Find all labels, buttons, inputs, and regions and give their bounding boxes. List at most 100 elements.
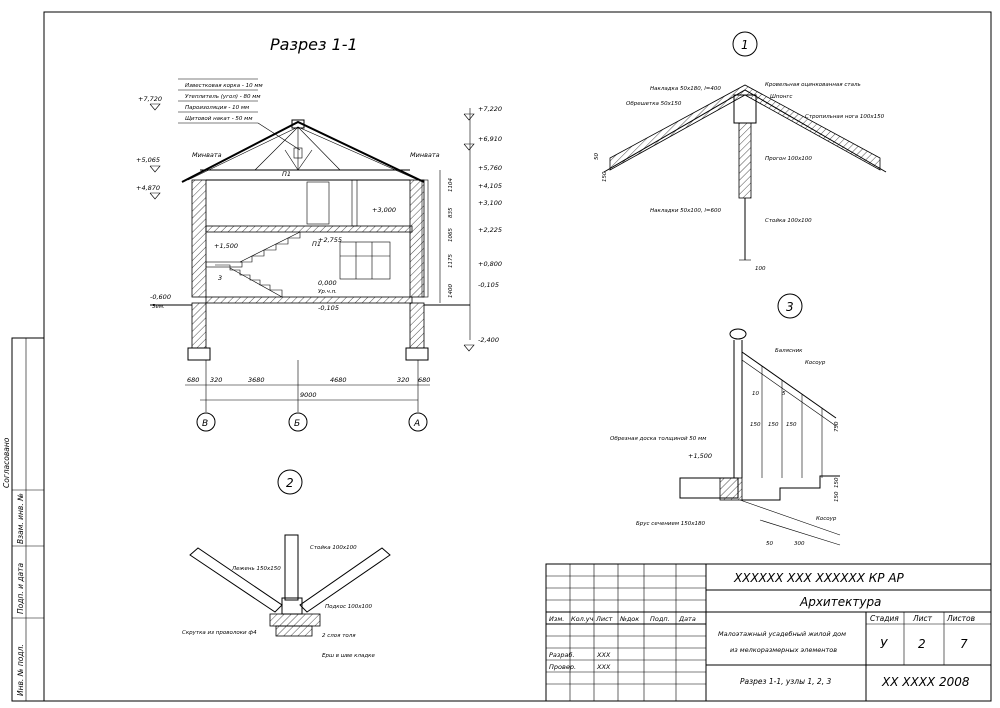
section-title: Разрез 1-1 [270,35,358,54]
svg-text:из мелкоразмерных элементов: из мелкоразмерных элементов [730,646,837,654]
svg-text:150: 150 [786,422,797,428]
mineral-wool-right: Минвата [410,151,440,159]
svg-text:XX XXXX 2008: XX XXXX 2008 [881,675,970,689]
node-2-number: 2 [286,476,294,490]
svg-text:300: 300 [794,541,805,547]
svg-text:+3,100: +3,100 [478,199,502,207]
svg-text:Разрез 1-1, узлы 1, 2, 3: Разрез 1-1, узлы 1, 2, 3 [740,677,831,686]
stair-mark: 3 [218,274,222,282]
side-stamp-approved: Согласовано [2,437,11,488]
svg-text:+6,910: +6,910 [478,135,502,143]
vertical-dims: 1104 835 1065 1175 1400 [439,170,454,303]
doc-code: XXXXXX XXX XXXXXX КР АР [733,571,905,585]
svg-text:Стойка 100х100: Стойка 100х100 [310,545,357,551]
svg-text:Обрешетка 50х150: Обрешетка 50х150 [626,101,682,107]
node-3-number: 3 [786,300,794,314]
node-3: 3 Балясник Косоур Обрезная доска толщино… [610,293,841,547]
svg-text:+4,870: +4,870 [136,184,160,192]
svg-text:+2,755: +2,755 [318,236,342,244]
svg-text:Накладки 50х100, l=600: Накладки 50х100, l=600 [650,208,722,214]
svg-text:Ур.ч.п.: Ур.ч.п. [318,289,337,295]
svg-text:3680: 3680 [248,376,265,384]
mineral-wool-left: Минвата [192,151,222,159]
svg-text:Листов: Листов [946,614,975,623]
svg-text:Подп.: Подп. [650,615,670,623]
svg-text:Косоур: Косоур [805,360,826,366]
node-2: 2 Стойка 100х100 Лежень 150х150 Подкос 1… [182,469,391,659]
svg-text:150: 150 [834,477,840,488]
svg-text:320: 320 [397,376,409,384]
svg-text:Изм.: Изм. [549,615,564,623]
svg-text:Скрутка из проволоки ф4: Скрутка из проволоки ф4 [182,630,257,636]
svg-text:Стропильная нога 100х150: Стропильная нога 100х150 [805,114,885,120]
svg-text:XXX: XXX [596,651,611,659]
svg-text:Подкос 100х100: Подкос 100х100 [325,604,373,610]
left-level-marks: +7,720 +5,065 +4,870 -0,600 Зем. [136,95,171,310]
layer-1: Известковая корка - 10 мм [185,83,263,89]
walls [191,179,429,304]
svg-text:Лежень 150х150: Лежень 150х150 [231,566,281,572]
svg-text:Дата: Дата [678,615,696,623]
svg-text:+5,760: +5,760 [478,164,502,172]
svg-text:Провер.: Провер. [549,663,576,671]
svg-text:750: 750 [834,421,840,432]
svg-text:150: 150 [602,171,608,182]
svg-text:+0,800: +0,800 [478,260,502,268]
layer-legend: Известковая корка - 10 мм Утеплитель (уг… [178,78,301,151]
node-1: 1 Накладка 50х180, l=400 Кровельная оцин… [594,31,887,272]
svg-text:-0,105: -0,105 [318,304,339,312]
svg-text:Лист: Лист [912,614,933,623]
side-stamp-sign-date: Подп. и дата [16,563,25,614]
svg-text:835: 835 [448,207,454,218]
svg-text:Малоэтажный усадебный жилой до: Малоэтажный усадебный жилой дом [718,630,846,638]
svg-text:Кровельная оцинкованная сталь: Кровельная оцинкованная сталь [765,82,861,88]
svg-text:Брус сечением 150х180: Брус сечением 150х180 [636,521,706,527]
svg-text:1400: 1400 [448,284,454,298]
svg-text:Ерш в шве кладке: Ерш в шве кладке [322,653,375,659]
svg-text:150: 150 [834,491,840,502]
svg-text:0,000: 0,000 [318,279,337,287]
svg-text:Шпонгс: Шпонгс [770,94,792,100]
svg-text:+1,500: +1,500 [688,452,712,460]
svg-text:Балясник: Балясник [775,348,803,354]
svg-text:XXX: XXX [596,663,611,671]
p1-label-top: П1 [282,170,291,178]
axis-a: А [413,419,420,429]
svg-text:+7,220: +7,220 [478,105,502,113]
foundations [150,302,470,361]
svg-text:680: 680 [187,376,199,384]
svg-text:2 слоя толя: 2 слоя толя [322,633,356,639]
svg-text:150: 150 [750,422,761,428]
svg-text:150: 150 [768,422,779,428]
svg-text:1065: 1065 [448,228,454,242]
svg-text:50: 50 [594,153,600,160]
svg-text:№док: №док [619,615,639,623]
svg-text:Зем.: Зем. [152,304,165,310]
svg-text:-0,105: -0,105 [478,281,499,289]
svg-text:-0,600: -0,600 [150,293,171,301]
svg-text:+1,500: +1,500 [214,242,238,250]
svg-text:Накладка 50х180, l=400: Накладка 50х180, l=400 [650,86,721,92]
node-1-number: 1 [741,38,749,52]
svg-text:+5,065: +5,065 [136,156,160,164]
svg-text:Кол.уч: Кол.уч [571,615,594,623]
roof [181,119,425,183]
svg-text:680: 680 [418,376,430,384]
side-stamp-replacement: Взам. инв. № [16,493,25,544]
layer-3: Пароизоляция - 10 мм [185,105,249,111]
svg-text:100: 100 [755,266,766,272]
svg-text:320: 320 [210,376,222,384]
svg-text:+2,225: +2,225 [478,226,502,234]
axis-b: Б [294,419,300,429]
layer-2: Утеплитель (угол) - 80 мм [185,94,261,100]
layer-4: Щитовой накат - 50 мм [185,116,252,122]
p1-label-mid: П1 [312,240,321,248]
axis-v: В [202,419,208,429]
inner-level-marks: +3,000 +2,755 +1,500 0,000 Ур.ч.п. -0,10… [214,206,396,312]
svg-text:-2,400: -2,400 [478,336,499,344]
title-block: XXXXXX XXX XXXXXX КР АР Архитектура Изм.… [545,563,992,702]
svg-text:+3,000: +3,000 [372,206,396,214]
svg-text:Стадия: Стадия [870,614,899,623]
svg-text:Разраб.: Разраб. [549,651,575,659]
